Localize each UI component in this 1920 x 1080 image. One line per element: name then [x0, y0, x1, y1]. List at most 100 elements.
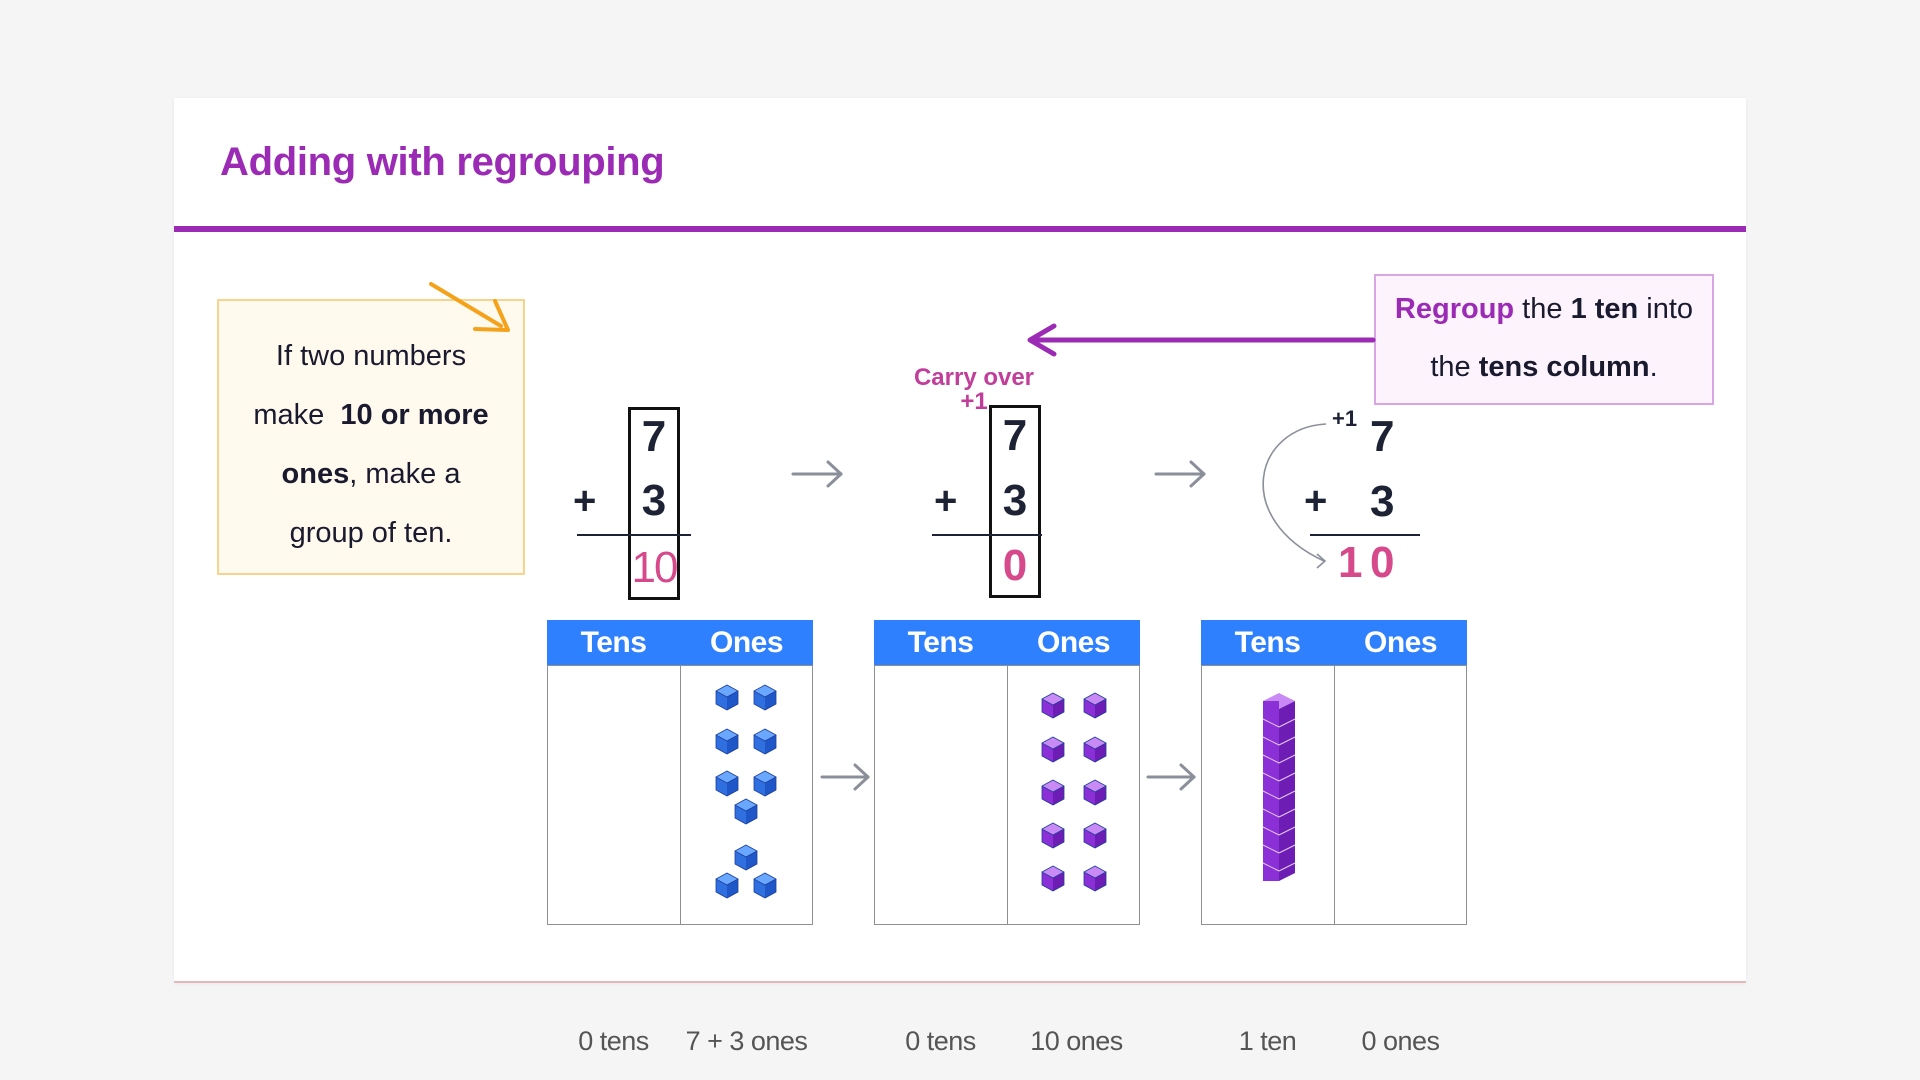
rod-segment-line [1262, 826, 1280, 836]
slide: Adding with regrouping If two numbers ma… [174, 98, 1746, 1056]
place-value-table-3: Tens Ones [1201, 620, 1467, 925]
note-line-3: ones, make a [219, 445, 523, 504]
step1-sum-line [577, 534, 691, 536]
right-arrow-icon [791, 460, 843, 488]
regroup-line-2: the tens column. [1376, 338, 1712, 396]
table3-tens-caption: 1 ten [1238, 1026, 1297, 1056]
ones-column-frame [628, 407, 680, 600]
ones-column-frame [989, 405, 1041, 598]
carry-over-label: Carry over +1 [894, 366, 1054, 414]
table1-tens-caption: 0 tens [578, 1026, 649, 1056]
rod-segment-line [1278, 754, 1296, 764]
carry-over-value: +1 [960, 388, 988, 415]
cube-icon [753, 728, 777, 755]
regroup-bold-text: 1 ten [1570, 293, 1639, 325]
rod-segment-line [1278, 808, 1296, 818]
step2-top-digit: 7 [1002, 411, 1028, 460]
ones-header: Ones [709, 626, 784, 659]
note-line-1: If two numbers [275, 340, 467, 372]
rod-segment-line [1278, 718, 1296, 728]
cube-icon [1083, 865, 1107, 892]
curved-arrow-icon [1262, 423, 1327, 569]
step2-result: 0 [1002, 541, 1028, 590]
tens-header: Tens [580, 626, 647, 659]
cube-icon [1041, 736, 1065, 763]
step1-bottom-digit: 3 [641, 476, 667, 525]
right-arrow-icon [1146, 763, 1196, 791]
cube-icon [753, 684, 777, 711]
diagram-overlay [429, 282, 1376, 899]
cube-icon [715, 872, 739, 899]
note-bold-text: 10 or more [340, 399, 489, 431]
rod-segment-line [1262, 790, 1280, 800]
table-header: Tens Ones [874, 620, 1140, 665]
step3-result-ones: 0 [1370, 538, 1395, 587]
regroup-bold-text: tens column [1478, 351, 1650, 383]
table-header: Tens Ones [547, 620, 813, 665]
column-divider [680, 666, 681, 924]
cube-icon [753, 872, 777, 899]
cube-icon [1041, 822, 1065, 849]
tens-header: Tens [907, 626, 974, 659]
table-header: Tens Ones [1201, 620, 1467, 665]
step3-result-tens: 1 [1338, 538, 1363, 587]
cube-icon [1083, 692, 1107, 719]
column-divider [1007, 666, 1008, 924]
note-line-2: make 10 or more [219, 386, 523, 445]
title-divider [174, 226, 1746, 232]
cube-icon [1041, 865, 1065, 892]
column-divider [1334, 666, 1335, 924]
cube-icon [734, 798, 758, 825]
table-body [1201, 665, 1467, 925]
cube-icon [715, 770, 739, 797]
rod-segment-line [1278, 790, 1296, 800]
note-bold-text: ones [281, 458, 350, 490]
rod-segment-line [1262, 754, 1280, 764]
table3-ones-caption: 0 ones [1361, 1026, 1440, 1056]
note-text: make [253, 399, 325, 431]
rod-segment-line [1278, 772, 1296, 782]
rod-segment-line [1262, 718, 1280, 728]
table1-ones-caption: 7 + 3 ones [685, 1026, 808, 1056]
tens-header: Tens [1234, 626, 1301, 659]
regroup-highlight: Regroup [1394, 293, 1515, 325]
ones-header: Ones [1036, 626, 1111, 659]
cube-icon [1083, 822, 1107, 849]
rod-segment-line [1262, 844, 1280, 854]
regroup-line-1: Regroup the 1 ten into [1376, 280, 1712, 338]
right-arrow-icon [1154, 460, 1206, 488]
cube-icon [1041, 779, 1065, 806]
step3-plus-sign: + [1304, 479, 1328, 523]
regroup-text: the [1514, 293, 1571, 325]
rod-segment-line [1262, 862, 1280, 872]
step1-result: 10 [631, 543, 679, 592]
regroup-text: the [1430, 351, 1479, 383]
cube-icon [753, 770, 777, 797]
cube-icon [734, 844, 758, 871]
note-text: , make a [349, 458, 461, 490]
cube-icon [1083, 779, 1107, 806]
cube-icon [715, 684, 739, 711]
step1-plus-sign: + [573, 479, 597, 523]
step2-plus-sign: + [934, 479, 958, 523]
ten-rod-icon [1262, 693, 1296, 881]
step3-bottom-digit: 3 [1370, 477, 1395, 526]
cube-group-ten [1041, 692, 1107, 892]
rod-segment-line [1278, 862, 1296, 872]
step3-carry-mark: +1 [1332, 406, 1358, 431]
explanation-note: If two numbers make 10 or more ones, mak… [217, 299, 525, 575]
table2-tens-caption: 0 tens [905, 1026, 976, 1056]
step3-sum-line [1310, 534, 1420, 536]
rod-segment-line [1262, 808, 1280, 818]
rod-segment-line [1278, 736, 1296, 746]
note-line-4: group of ten. [289, 517, 453, 549]
regroup-text: into [1638, 293, 1694, 325]
step2-sum-line [932, 534, 1042, 536]
cube-icon [715, 728, 739, 755]
regroup-note: Regroup the 1 ten into the tens column. [1374, 274, 1714, 405]
table2-ones-caption: 10 ones [1030, 1026, 1123, 1056]
regroup-text: . [1649, 351, 1658, 383]
step1-top-digit: 7 [641, 412, 667, 461]
right-arrow-icon [820, 763, 870, 791]
arrow-icon [429, 282, 510, 332]
